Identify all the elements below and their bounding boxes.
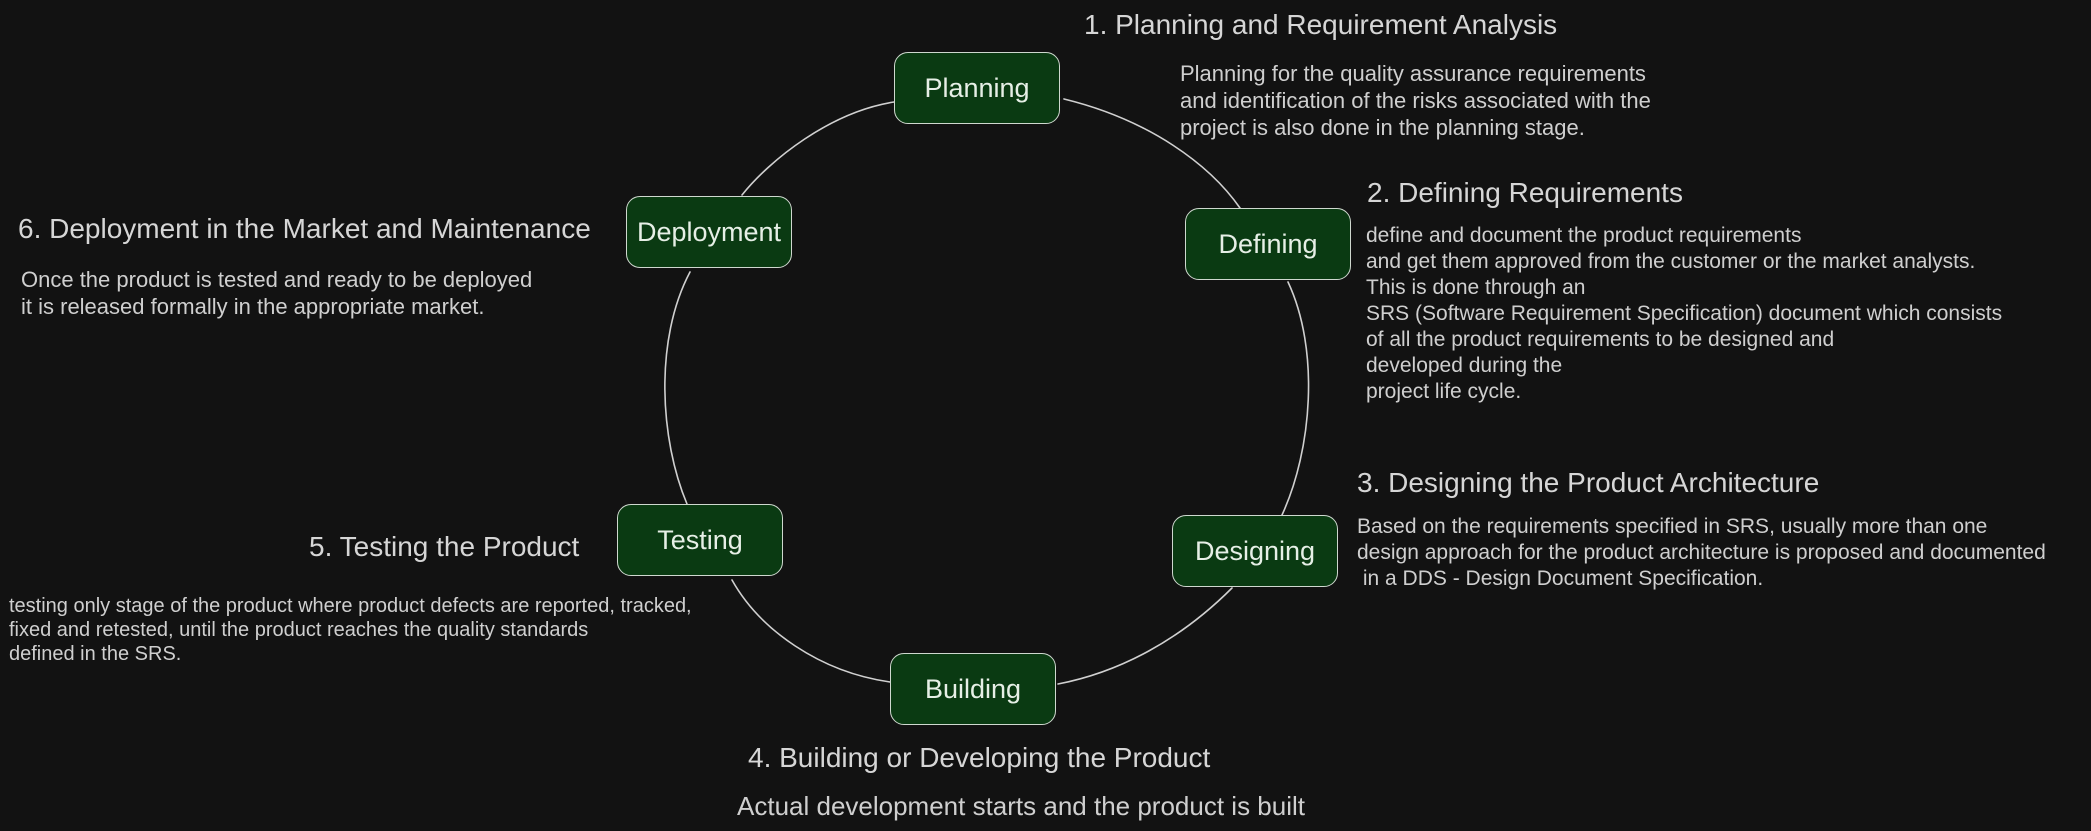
connector-building-testing	[731, 579, 891, 683]
planning-description: Planning for the quality assurance requi…	[1180, 61, 1651, 140]
designing-heading: 3. Designing the Product Architecture	[1357, 467, 1820, 498]
defining-heading: 2. Defining Requirements	[1367, 177, 1683, 208]
connector-designing-building	[1057, 587, 1233, 685]
planning-node[interactable]: Planning	[894, 52, 1060, 124]
deployment-node[interactable]: Deployment	[626, 196, 792, 268]
designing-node[interactable]: Designing	[1172, 515, 1338, 587]
deployment-description: Once the product is tested and ready to …	[21, 267, 533, 319]
deployment-heading: 6. Deployment in the Market and Maintena…	[18, 213, 591, 244]
building-description: Actual development starts and the produc…	[737, 791, 1305, 821]
connector-testing-deployment	[664, 271, 691, 505]
defining-description: define and document the product requirem…	[1366, 224, 2003, 403]
testing-node[interactable]: Testing	[617, 504, 783, 576]
building-node[interactable]: Building	[890, 653, 1056, 725]
connector-planning-defining	[1063, 98, 1241, 209]
building-heading: 4. Building or Developing the Product	[748, 742, 1211, 773]
connector-defining-designing	[1281, 281, 1310, 516]
testing-description: testing only stage of the product where …	[9, 595, 692, 665]
connector-deployment-planning	[741, 101, 895, 196]
defining-node[interactable]: Defining	[1185, 208, 1351, 280]
planning-heading: 1. Planning and Requirement Analysis	[1084, 9, 1558, 40]
testing-heading: 5. Testing the Product	[309, 531, 580, 562]
designing-description: Based on the requirements specified in S…	[1357, 515, 2046, 590]
